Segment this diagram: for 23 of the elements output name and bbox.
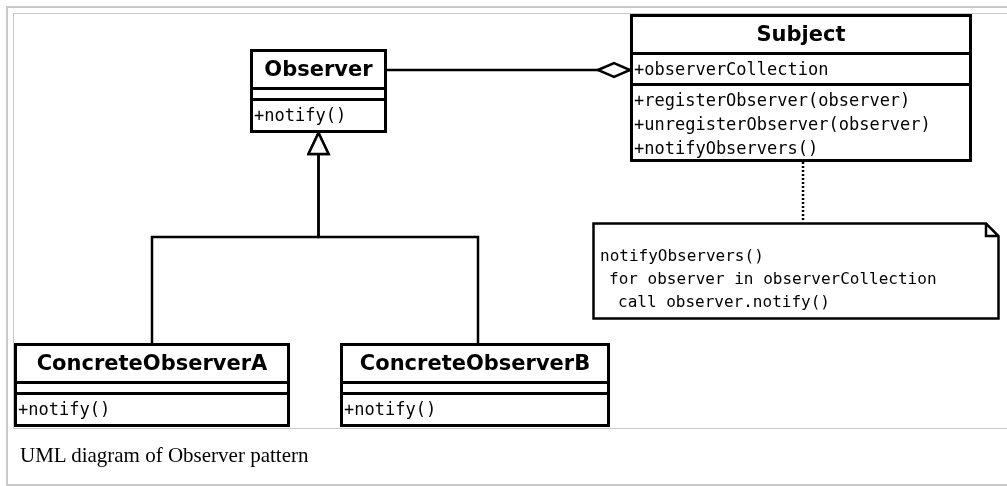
class-box: [250, 49, 387, 133]
class-name: ConcreteObserverA: [36, 353, 268, 374]
class-method: +unregisterObserver(observer): [633, 113, 932, 136]
class-method: +notifyObservers(): [633, 137, 820, 160]
note-text: notifyObservers(): [600, 245, 765, 267]
note: [592, 222, 1000, 320]
class-method: +notify(): [17, 398, 112, 421]
class-method: +notify(): [253, 104, 348, 127]
class-name: Observer: [264, 59, 373, 80]
note-text: call observer.notify(): [617, 291, 831, 313]
class-name: Subject: [756, 24, 846, 45]
class-method: +notify(): [343, 398, 438, 421]
class-box: [14, 343, 290, 427]
note-connector: [801, 162, 805, 222]
inheritance-arrow: [307, 131, 480, 343]
class-box: [630, 14, 972, 162]
class-box: [340, 343, 610, 427]
class-attribute: +observerCollection: [633, 58, 830, 81]
class-name: ConcreteObserverB: [359, 353, 591, 374]
caption: UML diagram of Observer pattern: [20, 442, 309, 469]
class-method: +registerObserver(observer): [633, 89, 912, 112]
note-text: for observer in observerCollection: [608, 268, 937, 290]
aggregation-line: [387, 61, 632, 79]
